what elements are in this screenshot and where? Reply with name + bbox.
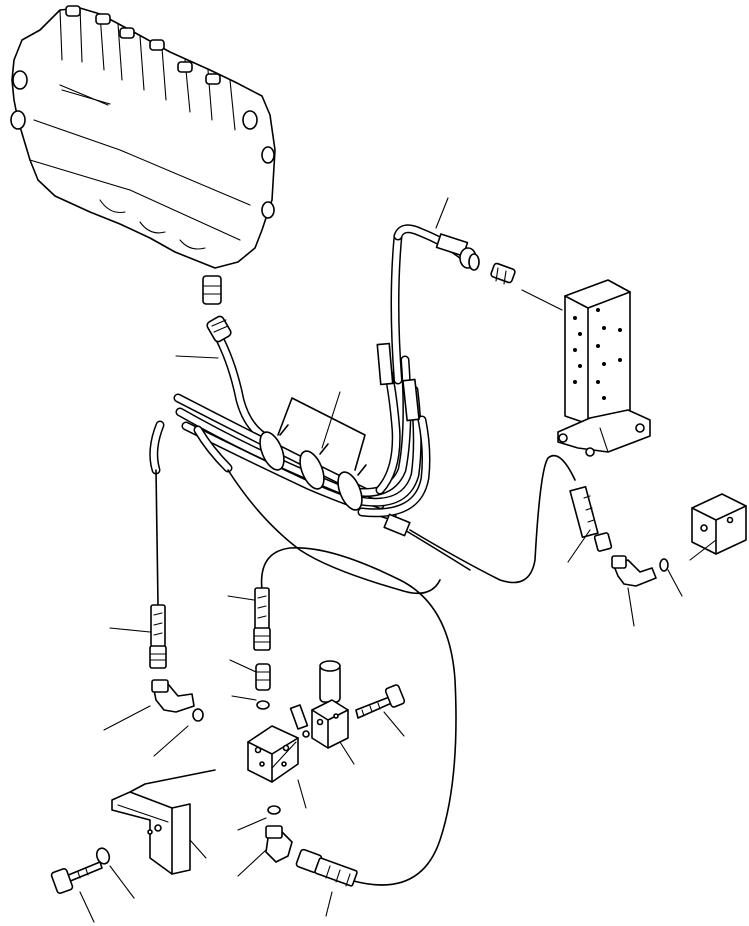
bolt-left (50, 861, 103, 895)
leader-lines (59, 84, 717, 923)
bottom-hose-end (295, 848, 358, 887)
ppc-ports (573, 308, 622, 400)
top-hose-end (435, 233, 516, 285)
loop-hose (155, 469, 457, 886)
o-ring-right (659, 558, 669, 572)
center-vertical-hose-end (253, 587, 271, 651)
elbow-fitting-right (611, 555, 657, 587)
bracket (111, 769, 216, 875)
o-ring-left (192, 708, 204, 722)
ppc-switch-valve (289, 660, 349, 749)
o-ring-center-bottom (267, 805, 281, 815)
small-block (691, 493, 747, 555)
ppc-valve (557, 279, 651, 457)
control-valve (10, 5, 276, 269)
hose-clamps (259, 424, 367, 511)
valve-port-adapter (202, 275, 222, 305)
spool-caps (65, 5, 221, 85)
adapter-center (255, 663, 271, 691)
bolt-right (355, 684, 406, 719)
washer (95, 847, 111, 865)
clamp-bracket (277, 397, 366, 471)
o-ring-center-top (256, 700, 270, 710)
elbow-fitting-bottom (265, 825, 293, 863)
ppc-return-hose (383, 454, 613, 584)
valve-hose-fitting (206, 315, 232, 343)
valve-block (247, 725, 299, 783)
elbow-fitting-left (151, 679, 195, 713)
left-vertical-hose-end (149, 604, 167, 669)
side-bosses (10, 70, 275, 219)
